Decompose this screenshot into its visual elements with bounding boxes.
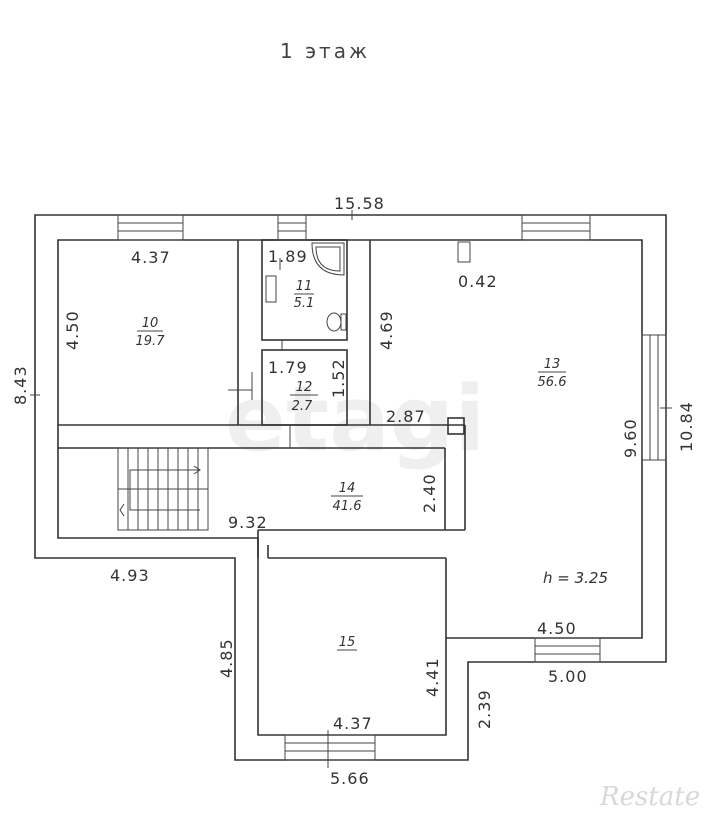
dim-room-13-left: 4.69 xyxy=(377,310,396,350)
dim-right-height-inner: 9.60 xyxy=(621,418,640,458)
room-number: 12 xyxy=(296,380,313,395)
bathroom-fixtures xyxy=(265,242,347,332)
staircase xyxy=(117,447,209,531)
dim-room-12-height: 1.52 xyxy=(329,358,348,398)
ventilation-shaft xyxy=(457,241,471,263)
dim-room-10-width: 4.37 xyxy=(131,248,171,267)
brand-logo: Restate xyxy=(599,782,700,812)
dim-room-13-notch: 0.42 xyxy=(458,272,498,291)
room-area: 5.1 xyxy=(294,296,315,311)
room-13-label: 13 56.6 xyxy=(538,357,567,390)
watermark: etagi xyxy=(225,367,485,472)
room-number: 14 xyxy=(339,481,356,496)
room-15-label: 15 xyxy=(337,635,357,651)
dim-room-15-width-outer: 5.66 xyxy=(330,769,370,788)
dim-notch-height: 2.39 xyxy=(475,689,494,729)
dim-room-10-height: 4.50 xyxy=(63,310,82,350)
room-14-label: 14 41.6 xyxy=(331,481,363,514)
windows xyxy=(117,214,667,761)
dim-room-14-width: 9.32 xyxy=(228,513,268,532)
room-number: 15 xyxy=(339,635,356,650)
dim-room-13-bottom-inner: 4.50 xyxy=(537,619,577,638)
dim-room-13-bottom-outer: 5.00 xyxy=(548,667,588,686)
dim-room-15-height-inner: 4.41 xyxy=(423,657,442,697)
room-number: 13 xyxy=(544,357,561,372)
dim-right-height-outer: 10.84 xyxy=(677,401,696,452)
room-area: 2.7 xyxy=(292,399,313,414)
room-area: 56.6 xyxy=(538,375,567,390)
room-area: 19.7 xyxy=(136,334,166,349)
dim-room-15-width-inner: 4.37 xyxy=(333,714,373,733)
room-11-label: 11 5.1 xyxy=(294,279,315,311)
room-number: 10 xyxy=(142,316,159,331)
dim-room-14-height: 2.40 xyxy=(420,473,439,513)
floor-title: 1 этаж xyxy=(280,39,370,63)
ceiling-height: h = 3.25 xyxy=(543,569,608,587)
room-number: 11 xyxy=(296,279,313,294)
dimension-ticks xyxy=(30,210,672,768)
dim-bottom-left: 4.93 xyxy=(110,566,150,585)
dim-overall-width: 15.58 xyxy=(334,194,385,213)
room-area: 41.6 xyxy=(333,499,362,514)
dim-room-11-width: 1.89 xyxy=(268,247,308,266)
dim-room-12-width: 1.79 xyxy=(268,358,308,377)
room-10-label: 10 19.7 xyxy=(136,316,166,349)
dim-room-13-step: 2.87 xyxy=(386,407,426,426)
interior-walls xyxy=(58,239,466,638)
dim-room-15-left-outer: 4.85 xyxy=(217,638,236,678)
dim-overall-height-left: 8.43 xyxy=(11,365,30,405)
room-12-label: 12 2.7 xyxy=(290,380,318,414)
